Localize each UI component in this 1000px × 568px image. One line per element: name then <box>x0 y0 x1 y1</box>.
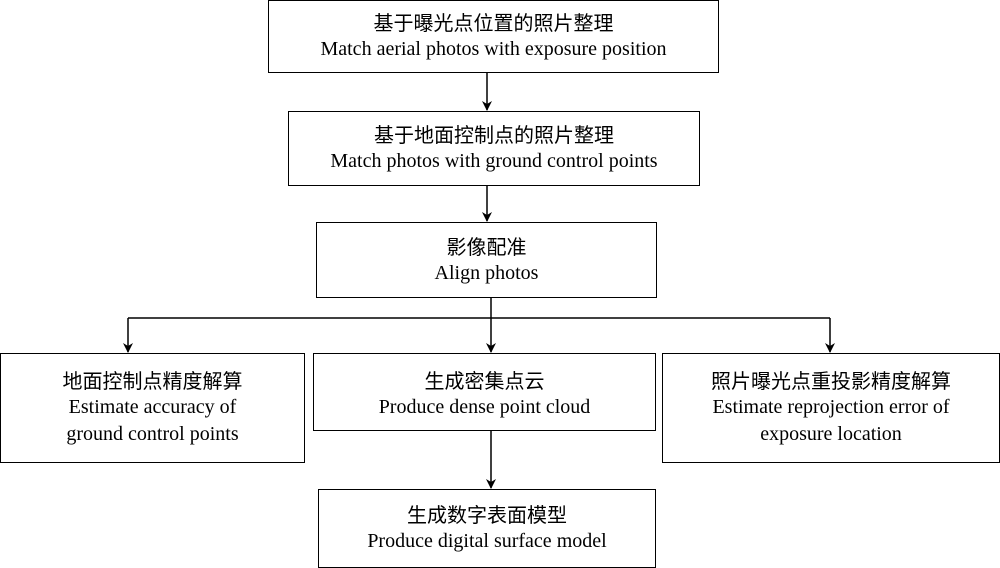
step-title-en: Align photos <box>434 261 539 284</box>
step-title-zh: 地面控制点精度解算 <box>62 369 243 393</box>
step-match-exposure-position: 基于曝光点位置的照片整理 Match aerial photos with ex… <box>268 0 719 73</box>
step-title-en-line1: Estimate accuracy of <box>68 396 237 418</box>
step-title-zh: 照片曝光点重投影精度解算 <box>711 369 951 393</box>
step-align-photos: 影像配准 Align photos <box>316 222 657 298</box>
step-title-en-line2: exposure location <box>760 423 902 445</box>
step-estimate-reprojection-error: 照片曝光点重投影精度解算 Estimate reprojection error… <box>662 353 1000 463</box>
step-title-en: Produce dense point cloud <box>378 396 591 418</box>
step-title-zh: 生成数字表面模型 <box>407 503 567 527</box>
step-title-en: Match aerial photos with exposure positi… <box>320 38 667 60</box>
step-title-zh: 基于曝光点位置的照片整理 <box>373 11 614 35</box>
step-estimate-gcp-accuracy: 地面控制点精度解算 Estimate accuracy of ground co… <box>0 353 305 463</box>
step-title-zh: 生成密集点云 <box>424 369 545 393</box>
step-title-en-line1: Estimate reprojection error of <box>712 396 950 418</box>
step-match-ground-control: 基于地面控制点的照片整理 Match photos with ground co… <box>288 111 700 186</box>
step-produce-dsm: 生成数字表面模型 Produce digital surface model <box>318 489 656 568</box>
step-title-zh: 影像配准 <box>446 234 527 259</box>
step-produce-dense-cloud: 生成密集点云 Produce dense point cloud <box>313 353 656 431</box>
step-title-en: Match photos with ground control points <box>330 150 658 172</box>
step-title-en: Produce digital surface model <box>367 530 607 552</box>
step-title-en-line2: ground control points <box>66 423 239 445</box>
step-title-zh: 基于地面控制点的照片整理 <box>374 123 614 147</box>
